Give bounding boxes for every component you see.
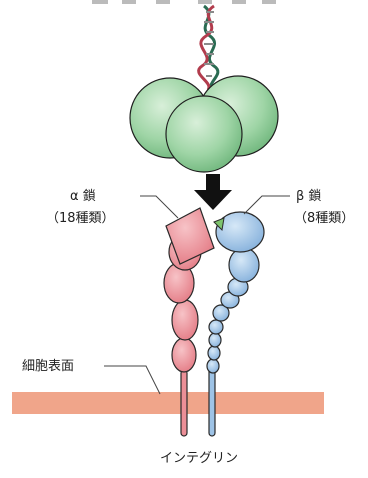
beta-bead-7 <box>207 359 219 373</box>
beta-leader <box>244 196 290 214</box>
alpha-domain-4 <box>172 300 198 340</box>
beta-bead-5 <box>209 333 221 347</box>
alpha-tail <box>181 370 187 436</box>
alpha-domain-5 <box>172 338 196 372</box>
binding-arrow-icon <box>194 174 232 210</box>
membrane-label: 細胞表面 <box>22 359 74 374</box>
alpha-leader <box>140 196 178 218</box>
top-cropped-text <box>92 0 276 4</box>
alpha-count-label: （18種類） <box>46 210 115 226</box>
membrane-leader <box>104 366 160 394</box>
beta-count-label: （8種類） <box>294 210 354 226</box>
alpha-name-label: α 鎖 <box>70 188 96 204</box>
beta-domain-2 <box>229 248 259 282</box>
beta-name-label: β 鎖 <box>296 188 321 204</box>
integrin-caption: インテグリン <box>160 451 238 466</box>
cell-membrane-band <box>12 392 324 414</box>
helix-fiber <box>199 6 218 90</box>
beta-bead-4 <box>209 320 223 334</box>
ligand-globule <box>130 76 278 172</box>
ligand-globule-front <box>166 96 242 172</box>
beta-bead-6 <box>208 346 220 360</box>
